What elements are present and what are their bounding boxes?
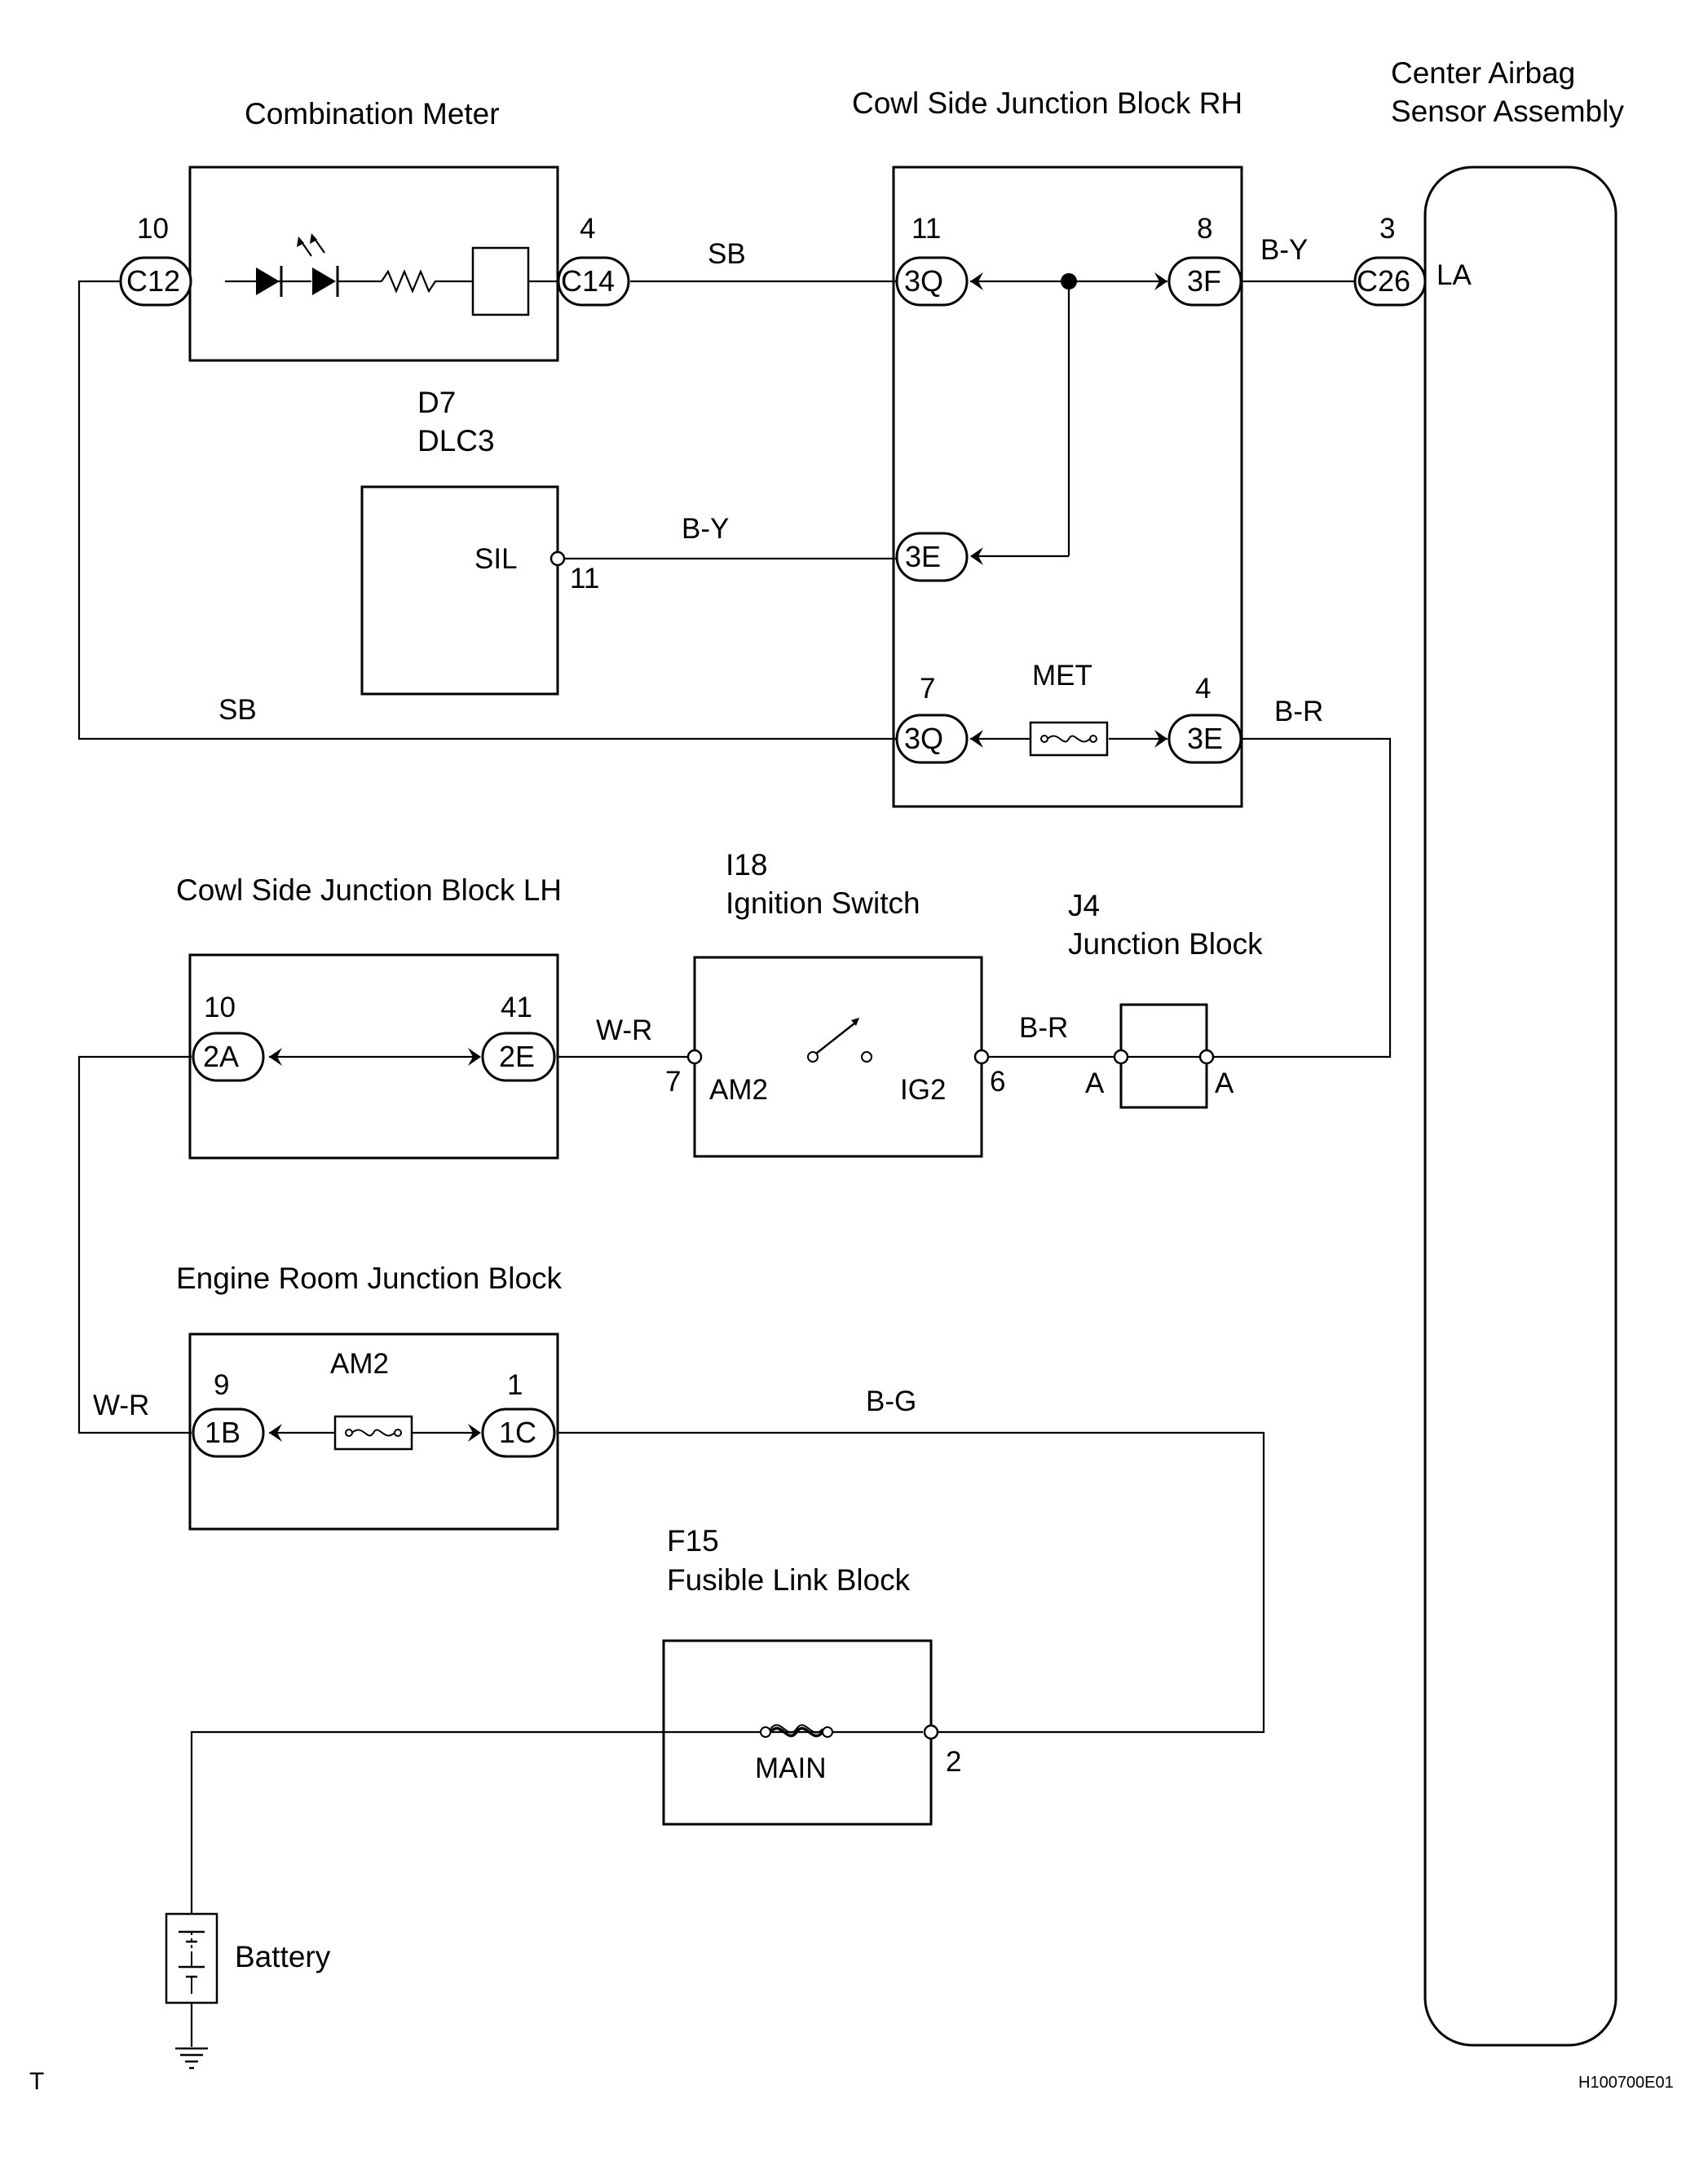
engine-room-junction-block: Engine Room Junction Block 9 1B AM2 1 1C (176, 1262, 563, 1531)
j4-code: J4 (1068, 889, 1100, 922)
ground-icon (175, 2047, 208, 2070)
wire-label-br-j4: B-R (1019, 1012, 1068, 1044)
ignition-left-pin: 7 (665, 1066, 681, 1098)
switch-contact-icon (807, 1018, 872, 1063)
gauge-icon (471, 246, 530, 316)
j4-name: Junction Block (1068, 927, 1263, 961)
dlc3-pin: 11 (570, 563, 599, 594)
main-fuse-icon (760, 1724, 833, 1738)
fusible-link-name: Fusible Link Block (667, 1563, 911, 1597)
cowl-rh-bottom-left-connector: 3Q (904, 722, 943, 755)
cowl-lh-right-connector: 2E (499, 1040, 535, 1073)
airbag-pin: 3 (1379, 213, 1395, 245)
battery-label: Battery (235, 1940, 331, 1973)
led-icon (225, 233, 382, 297)
fusible-link-code: F15 (667, 1524, 719, 1558)
met-fuse-label: MET (1032, 660, 1092, 692)
cowl-lh-right-pin: 41 (501, 992, 532, 1023)
wire-lines (77, 280, 1392, 2047)
fusible-link-block: F15 Fusible Link Block MAIN 2 (662, 1524, 961, 1826)
ignition-switch-name: Ignition Switch (726, 886, 920, 920)
wire-label-by-airbag: B-Y (1260, 234, 1308, 266)
cowl-rh-title: Cowl Side Junction Block RH (852, 86, 1242, 120)
wire-label-bg: B-G (866, 1385, 916, 1417)
wire-label-sb-left: SB (218, 694, 257, 726)
j4-right-terminal: A (1215, 1067, 1234, 1099)
junction-block-j4: J4 Junction Block A A (1068, 889, 1263, 1109)
dlc3-terminal-sil: SIL (474, 543, 518, 575)
erjb-left-connector: 1B (205, 1416, 241, 1449)
resistor-icon (381, 269, 473, 294)
ignition-terminal-am2: AM2 (709, 1074, 768, 1106)
combination-meter-title: Combination Meter (245, 97, 500, 130)
cowl-side-junction-block-lh: Cowl Side Junction Block LH 10 2A 41 2E (176, 873, 562, 1160)
ignition-right-pin: 6 (990, 1066, 1005, 1098)
meter-left-connector: C12 (126, 264, 180, 298)
fusible-link-pin: 2 (946, 1746, 961, 1778)
airbag-connector: C26 (1357, 264, 1410, 298)
cowl-rh-top-left-pin: 11 (911, 213, 941, 245)
cowl-lh-left-connector: 2A (203, 1040, 239, 1073)
wire-label-by-dlc: B-Y (682, 513, 729, 545)
main-fuse-label: MAIN (755, 1752, 827, 1784)
cowl-rh-bottom-right-connector: 3E (1187, 722, 1223, 755)
j4-left-terminal: A (1085, 1067, 1105, 1099)
dlc3: D7 DLC3 SIL 11 (360, 386, 599, 696)
dlc3-code: D7 (417, 386, 456, 419)
am2-fuse-label: AM2 (330, 1348, 389, 1380)
meter-left-pin: 10 (137, 213, 169, 245)
ignition-terminal-ig2: IG2 (900, 1074, 946, 1106)
erjb-left-pin: 9 (214, 1369, 229, 1401)
cowl-lh-title: Cowl Side Junction Block LH (176, 873, 562, 907)
cowl-rh-bottom-right-pin: 4 (1195, 673, 1211, 705)
meter-right-pin: 4 (580, 213, 595, 245)
center-airbag-sensor-assembly: Center Airbag Sensor Assembly 3 C26 LA (1353, 56, 1624, 2047)
wire-color-labels: SB B-Y B-Y SB B-R W-R B-R W-R B-G (93, 234, 1323, 1421)
ignition-switch-code: I18 (726, 848, 767, 882)
footer-left-mark: T (29, 2068, 44, 2095)
cowl-side-junction-block-rh: Cowl Side Junction Block RH 11 3Q 8 3F 3… (852, 86, 1243, 808)
wire-label-wr-ign: W-R (596, 1014, 652, 1046)
ignition-switch: I18 Ignition Switch 7 AM2 6 IG2 (665, 848, 1005, 1158)
combination-meter: Combination Meter 10 C12 4 C14 (119, 97, 630, 362)
airbag-title-line1: Center Airbag (1391, 56, 1575, 90)
cowl-rh-top-left-connector: 3Q (904, 264, 943, 298)
figure-code: H100700E01 (1578, 2074, 1674, 2092)
dlc3-name: DLC3 (417, 424, 495, 457)
cowl-rh-top-right-connector: 3F (1187, 264, 1221, 298)
wire-label-sb-top: SB (708, 238, 746, 270)
cowl-rh-bottom-left-pin: 7 (920, 673, 935, 705)
erjb-right-connector: 1C (499, 1416, 536, 1449)
engine-room-jb-title: Engine Room Junction Block (176, 1262, 563, 1295)
wire-label-wr-left: W-R (93, 1390, 149, 1421)
airbag-title-line2: Sensor Assembly (1391, 95, 1624, 128)
battery: Battery (165, 1912, 331, 2070)
cowl-rh-top-right-pin: 8 (1197, 213, 1212, 245)
wire-label-br-right: B-R (1274, 696, 1323, 727)
battery-icon (165, 1912, 218, 2004)
cowl-lh-left-pin: 10 (204, 992, 236, 1023)
met-fuse-icon (1029, 721, 1109, 757)
meter-right-connector: C14 (561, 264, 615, 298)
cowl-rh-middle-connector: 3E (905, 540, 941, 573)
airbag-terminal-la: LA (1437, 259, 1472, 291)
am2-fuse-icon (333, 1415, 413, 1451)
erjb-right-pin: 1 (507, 1369, 523, 1401)
